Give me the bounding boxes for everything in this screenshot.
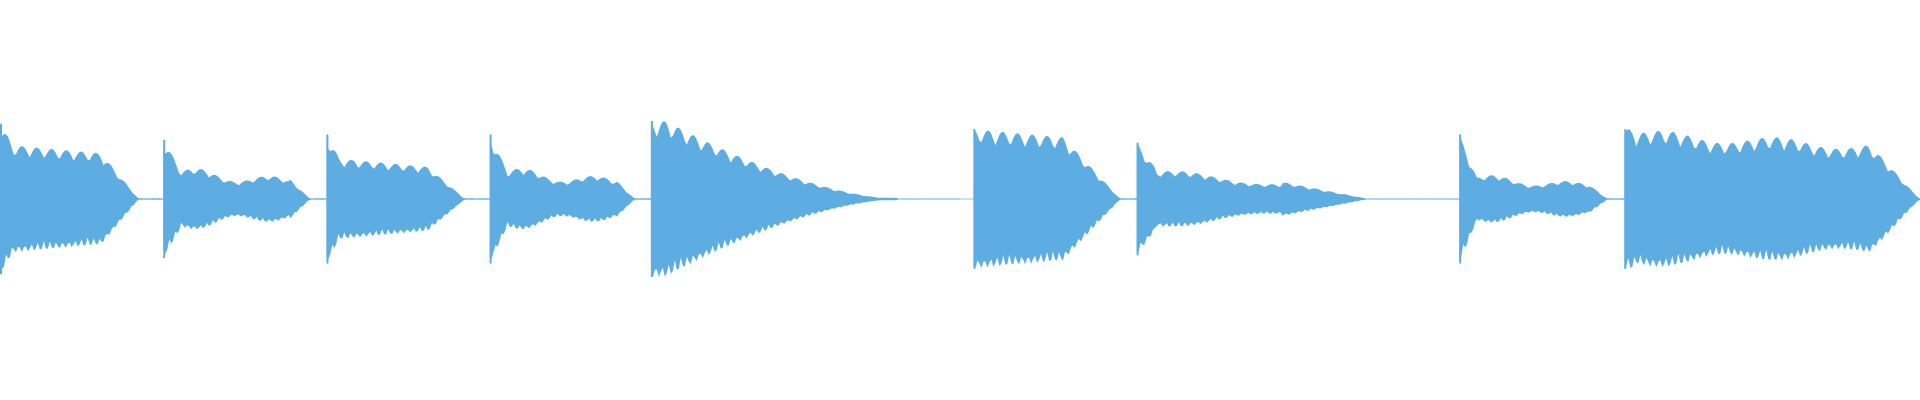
waveform-segment	[650, 121, 960, 277]
waveform-segment	[489, 137, 651, 260]
waveform-segment	[163, 148, 327, 254]
waveform-segment	[1624, 129, 1920, 269]
waveform-segment	[973, 129, 1137, 269]
waveform-segment	[0, 134, 164, 269]
waveform-segment	[1459, 136, 1625, 263]
waveform-segment	[326, 140, 490, 260]
waveform-segment	[1136, 143, 1460, 254]
waveform-segments	[0, 121, 1920, 277]
